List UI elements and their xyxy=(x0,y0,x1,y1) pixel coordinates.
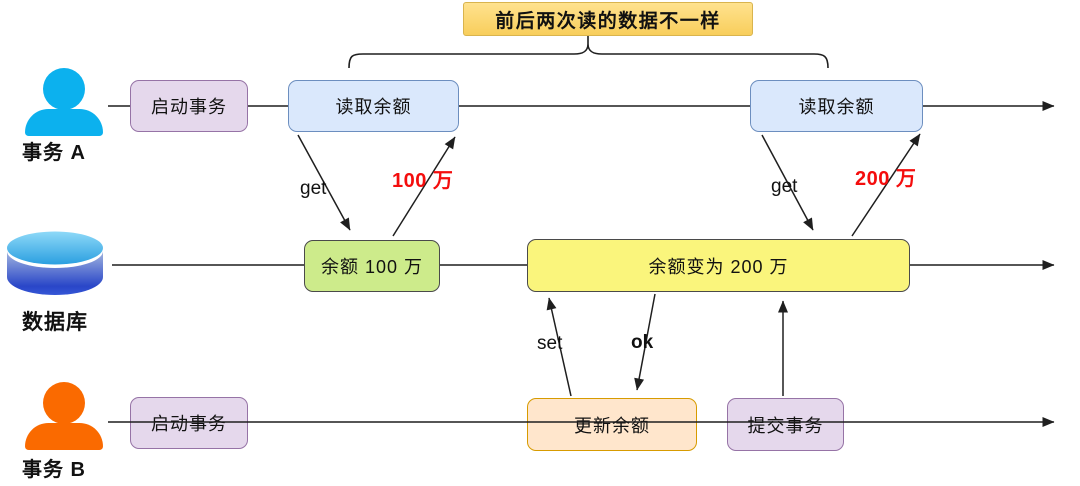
person-b-icon xyxy=(25,382,103,450)
box-read-balance-1: 读取余额 xyxy=(288,80,459,132)
person-a-icon xyxy=(25,68,103,136)
box-update-balance: 更新余额 xyxy=(527,398,697,451)
person-b-torso xyxy=(25,423,103,450)
label-get-2: get xyxy=(771,176,798,197)
person-a-torso xyxy=(25,109,103,136)
label-value-200: 200 万 xyxy=(855,168,917,190)
box-read-balance-2: 读取余额 xyxy=(750,80,923,132)
label-get-1: get xyxy=(300,178,327,199)
box-balance-200: 余额变为 200 万 xyxy=(527,239,910,292)
label-value-100: 100 万 xyxy=(392,170,454,192)
person-a-head xyxy=(43,68,85,110)
brace-icon xyxy=(348,36,829,69)
box-commit-transaction: 提交事务 xyxy=(727,398,844,451)
label-set: set xyxy=(537,333,563,354)
box-start-transaction-a: 启动事务 xyxy=(130,80,248,132)
box-start-transaction-b: 启动事务 xyxy=(130,397,248,449)
lane-b-label: 事务 B xyxy=(22,459,86,481)
person-b-head xyxy=(43,382,85,424)
label-ok: ok xyxy=(631,332,654,353)
box-balance-100: 余额 100 万 xyxy=(304,240,440,292)
lane-a-label: 事务 A xyxy=(22,142,86,164)
lane-db-label: 数据库 xyxy=(22,311,88,334)
database-icon xyxy=(5,231,105,297)
note-label: 前后两次读的数据不一样 xyxy=(463,2,753,36)
